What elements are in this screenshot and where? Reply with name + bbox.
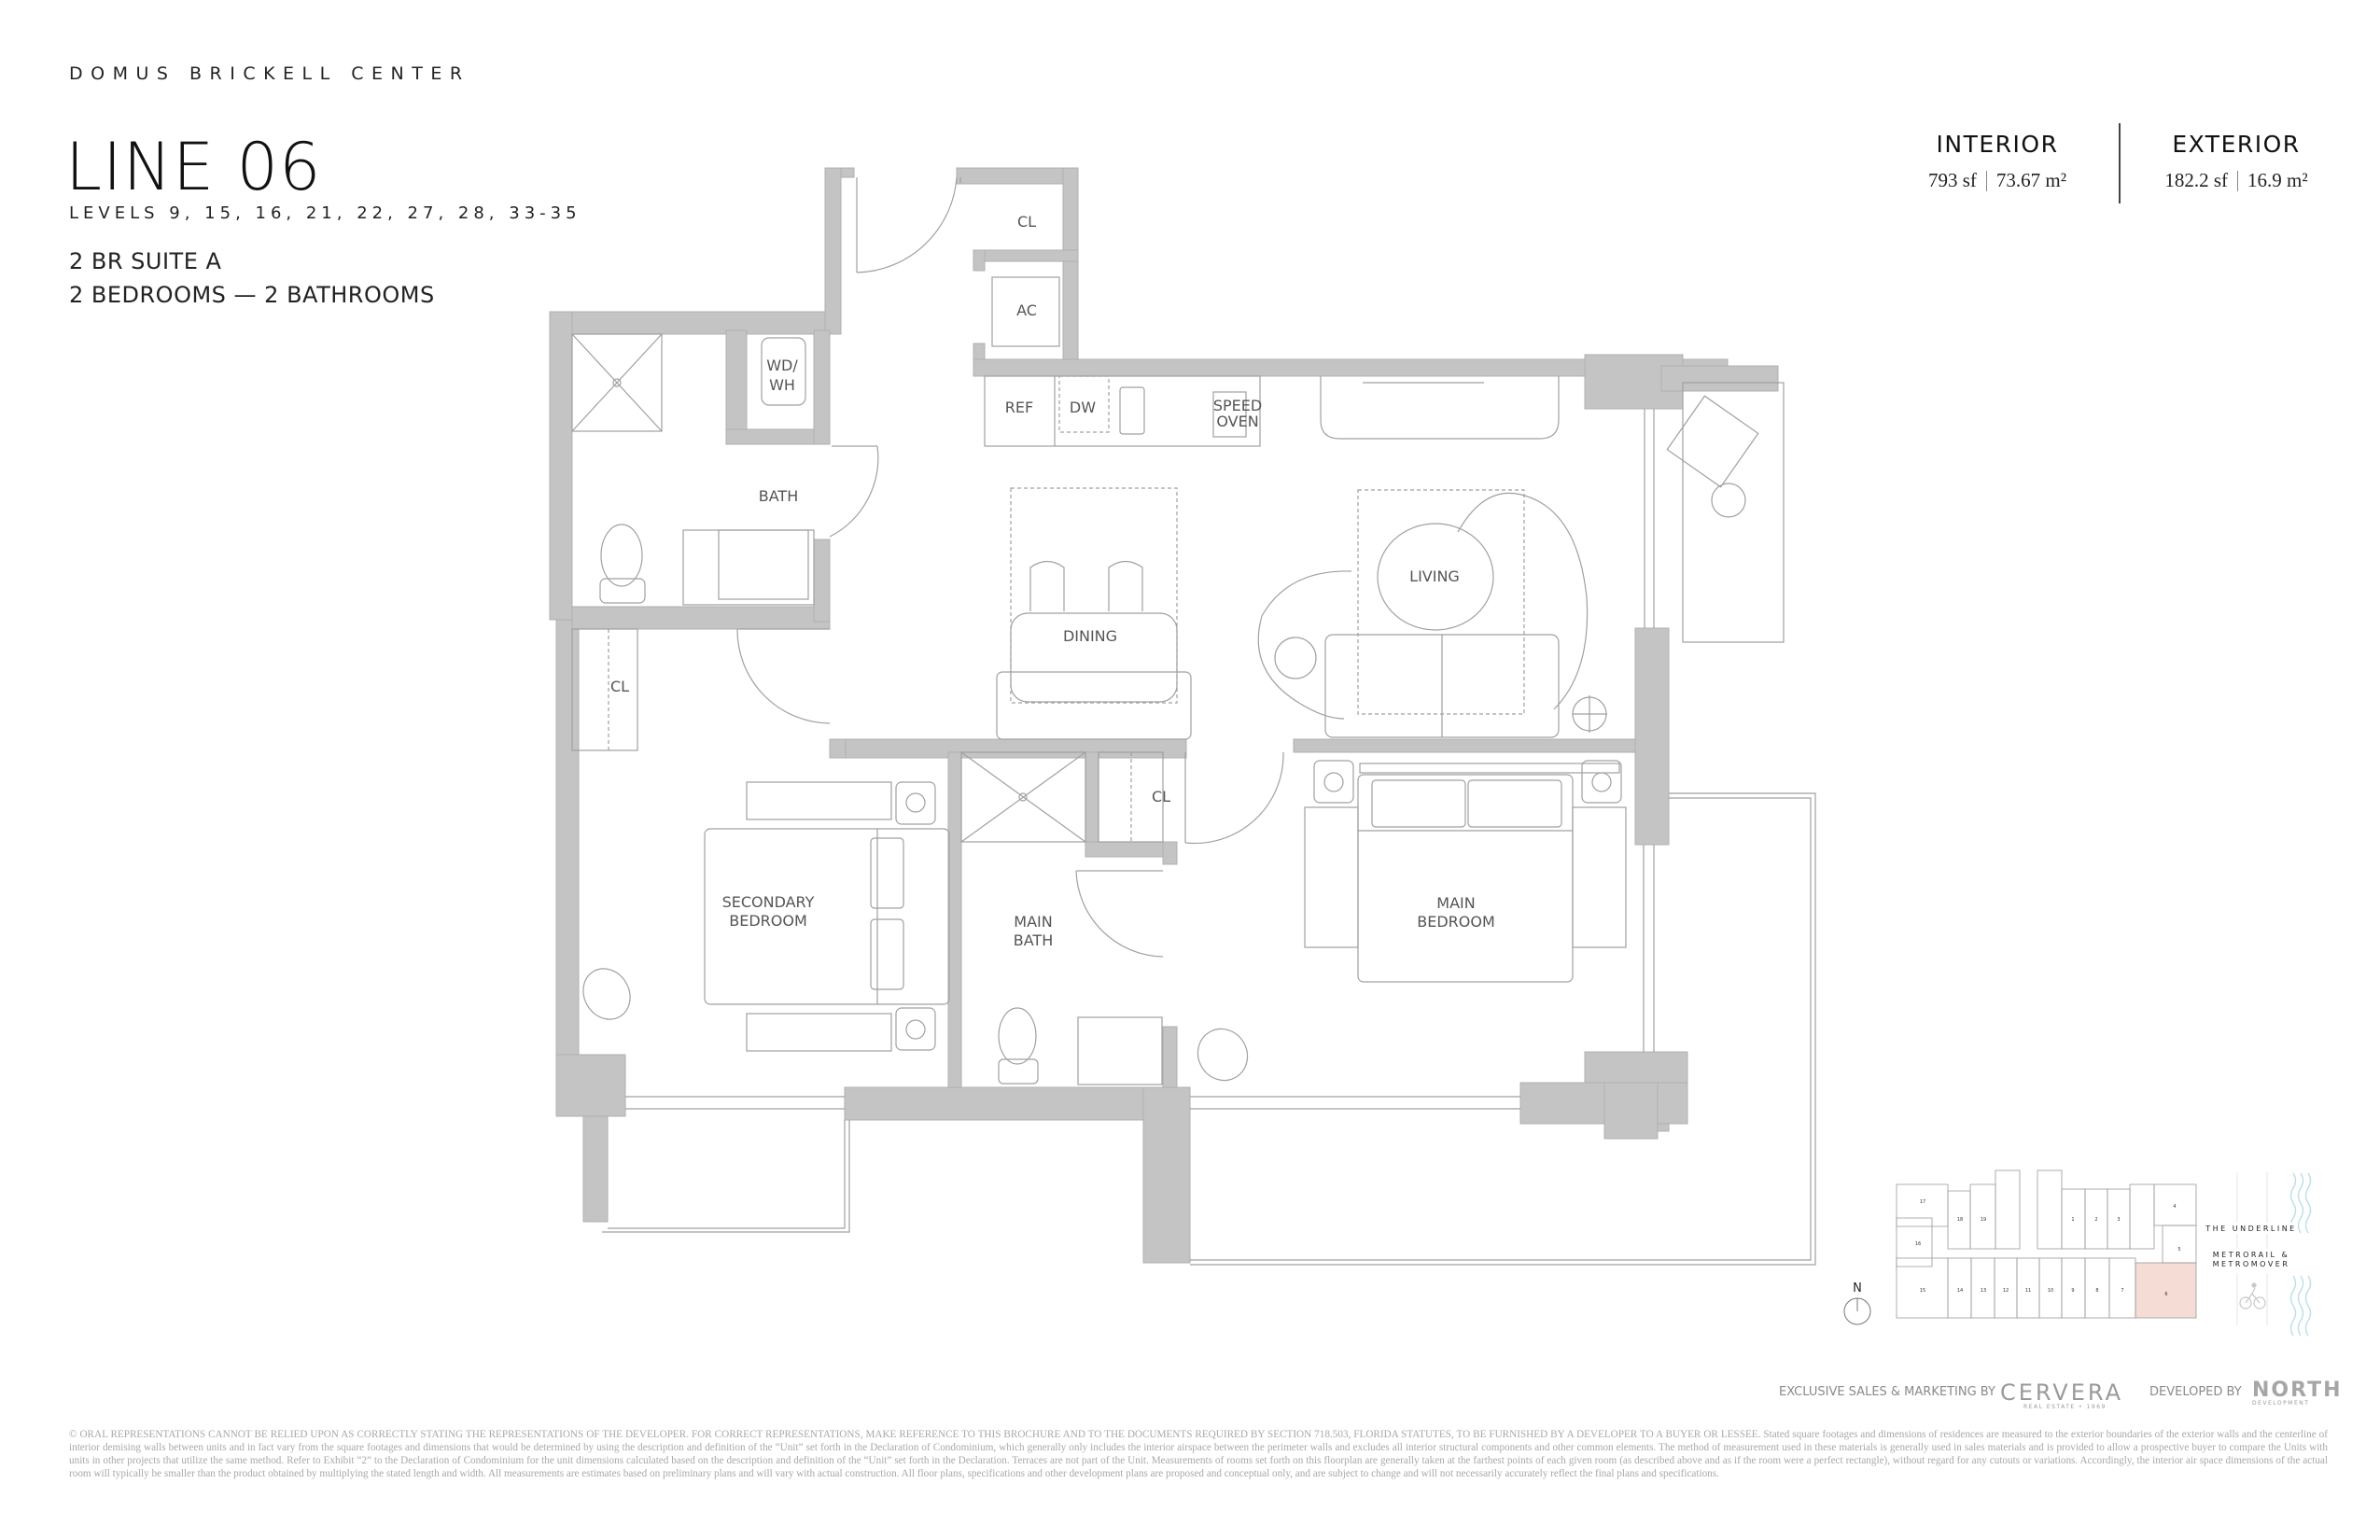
bath-label: BATH	[759, 487, 798, 505]
highlighted-unit	[2135, 1263, 2196, 1318]
main-closet-label: CL	[1152, 788, 1170, 805]
svg-text:19: 19	[1981, 1217, 1986, 1223]
water-wave-icon	[2289, 1172, 2312, 1337]
unit-type: 2 BR SUITE A	[69, 248, 222, 274]
svg-text:18: 18	[1957, 1217, 1963, 1223]
svg-text:14: 14	[1957, 1288, 1963, 1294]
north-label: N	[1853, 1281, 1862, 1295]
exterior-label: EXTERIOR	[2172, 131, 2301, 158]
svg-text:8: 8	[2095, 1288, 2098, 1294]
dishwasher-label: DW	[1070, 399, 1096, 416]
cervera-logo: CERVERA	[2000, 1379, 2123, 1406]
separator	[1985, 170, 1987, 191]
svg-text:7: 7	[2121, 1288, 2123, 1294]
svg-text:13: 13	[1981, 1288, 1986, 1294]
separator	[2237, 170, 2239, 191]
main-bedroom-label-2: BEDROOM	[1417, 913, 1495, 931]
underline-label: THE UNDERLINE	[2205, 1225, 2296, 1233]
svg-text:15: 15	[1920, 1288, 1925, 1294]
exterior-m2: 16.9 m²	[2247, 169, 2308, 191]
svg-text:12: 12	[2003, 1288, 2009, 1294]
metromover-label: METROMOVER	[2213, 1260, 2290, 1268]
north-logo: NORTH	[2252, 1379, 2343, 1402]
refrigerator-label: REF	[1005, 399, 1033, 416]
svg-text:11: 11	[2025, 1288, 2031, 1294]
cervera-tagline: REAL ESTATE • 1969	[2023, 1404, 2107, 1410]
north-arrow-icon	[1843, 1297, 1871, 1325]
unit-line-title: LINE 06	[65, 129, 322, 205]
svg-text:4: 4	[2173, 1204, 2176, 1210]
secondary-bedroom-label-2: BEDROOM	[729, 912, 807, 930]
ac-label: AC	[1016, 301, 1037, 319]
main-bath-label: MAIN	[1014, 913, 1052, 931]
walls	[549, 167, 1779, 1264]
sales-credit: EXCLUSIVE SALES & MARKETING BY	[1779, 1385, 1995, 1399]
secondary-bedroom-label: SECONDARY	[722, 893, 815, 911]
svg-text:3: 3	[2117, 1217, 2120, 1223]
exterior-sf: 182.2 sf	[2164, 169, 2229, 191]
north-tagline: DEVELOPMENT	[2252, 1400, 2310, 1407]
keyplan-unit-numbers: 17 18 19 1 2 3 4 16 5 15 14 13 12 11 10 …	[1915, 1199, 2181, 1297]
svg-text:9: 9	[2071, 1288, 2074, 1294]
unit-levels: LEVELS 9, 15, 16, 21, 22, 27, 28, 33-35	[69, 203, 581, 223]
key-plan: N 1	[1843, 1169, 2312, 1337]
interior-m2: 73.67 m²	[1995, 169, 2067, 191]
svg-text:17: 17	[1920, 1199, 1925, 1205]
interior-area: INTERIOR 793 sf 73.67 m²	[1904, 131, 2091, 192]
svg-text:2: 2	[2094, 1217, 2097, 1223]
svg-text:5: 5	[2177, 1247, 2180, 1253]
speed-label: SPEED	[1213, 397, 1262, 414]
dining-label: DINING	[1063, 627, 1117, 645]
interior-label: INTERIOR	[1936, 131, 2059, 158]
main-bath-label-2: BATH	[1014, 931, 1053, 949]
svg-text:16: 16	[1915, 1241, 1921, 1247]
main-bedroom-label: MAIN	[1436, 894, 1475, 912]
svg-text:6: 6	[2164, 1292, 2167, 1297]
fixtures-and-furniture	[571, 176, 1816, 1266]
water-heater-label: WH	[769, 376, 795, 394]
project-name: DOMUS BRICKELL CENTER	[69, 63, 470, 84]
unit-rooms: 2 BEDROOMS — 2 BATHROOMS	[69, 282, 435, 308]
developer-label: DEVELOPED BY	[2149, 1385, 2242, 1399]
bicycle-icon	[2239, 1282, 2266, 1309]
hall-closet-label: CL	[610, 678, 629, 695]
svg-text:10: 10	[2048, 1288, 2053, 1294]
sales-label: EXCLUSIVE SALES & MARKETING BY	[1779, 1385, 1995, 1399]
closet-entry-label: CL	[1017, 213, 1036, 231]
keyplan-outline	[1896, 1169, 2197, 1319]
legal-disclaimer: © ORAL REPRESENTATIONS CANNOT BE RELIED …	[69, 1429, 2328, 1479]
interior-sf: 793 sf	[1927, 169, 1977, 191]
washer-dryer-label: WD/	[766, 357, 798, 374]
living-label: LIVING	[1409, 567, 1460, 585]
metrorail-label: METRORAIL &	[2213, 1251, 2290, 1259]
oven-label: OVEN	[1216, 413, 1258, 430]
exterior-area: EXTERIOR 182.2 sf 16.9 m²	[2143, 131, 2330, 192]
svg-text:1: 1	[2071, 1217, 2074, 1223]
room-labels: CL AC WD/ WH REF DW SPEED OVEN BATH DINI…	[610, 213, 1495, 949]
area-divider	[2119, 123, 2121, 203]
